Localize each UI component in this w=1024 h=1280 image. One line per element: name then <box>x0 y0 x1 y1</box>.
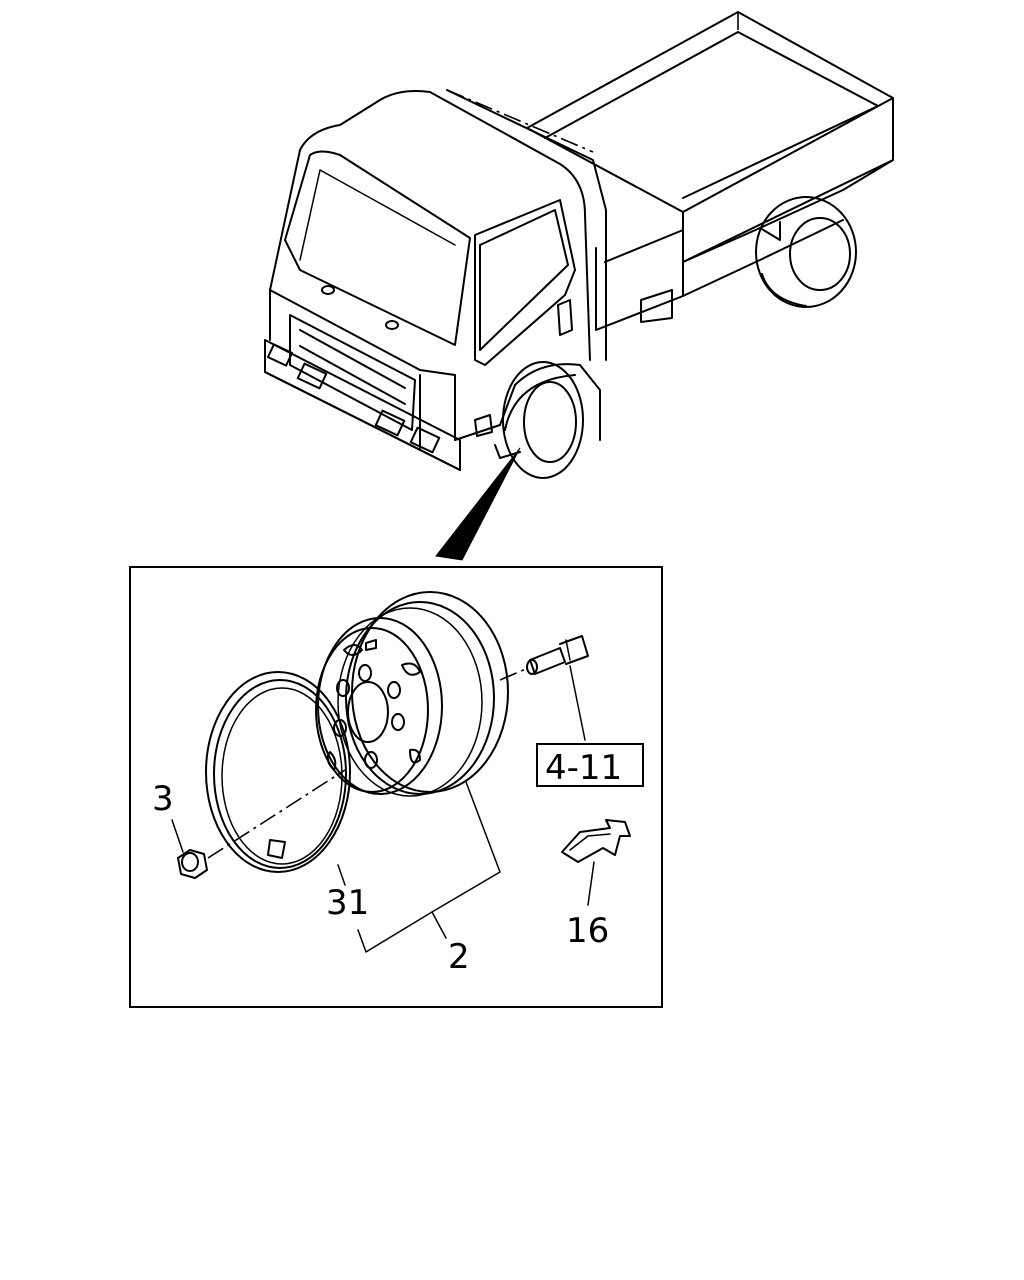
leader-lines <box>171 665 595 953</box>
callout-31: 31 <box>326 883 369 923</box>
reference-box[interactable]: 4-11 <box>536 743 644 788</box>
detail-pointer-arrow <box>435 447 521 561</box>
callout-3: 3 <box>152 779 174 819</box>
hub-bolt <box>526 635 589 675</box>
callout-2: 2 <box>448 937 470 977</box>
rim-ring <box>205 671 351 873</box>
wheel-clip <box>561 819 631 863</box>
truck-illustration <box>264 11 894 561</box>
truck-cab <box>264 89 607 479</box>
cargo-bed <box>526 11 894 331</box>
callout-16: 16 <box>566 911 609 951</box>
wheel-nut <box>177 849 208 879</box>
detail-frame <box>129 566 663 1008</box>
reference-label: 4-11 <box>545 748 622 788</box>
